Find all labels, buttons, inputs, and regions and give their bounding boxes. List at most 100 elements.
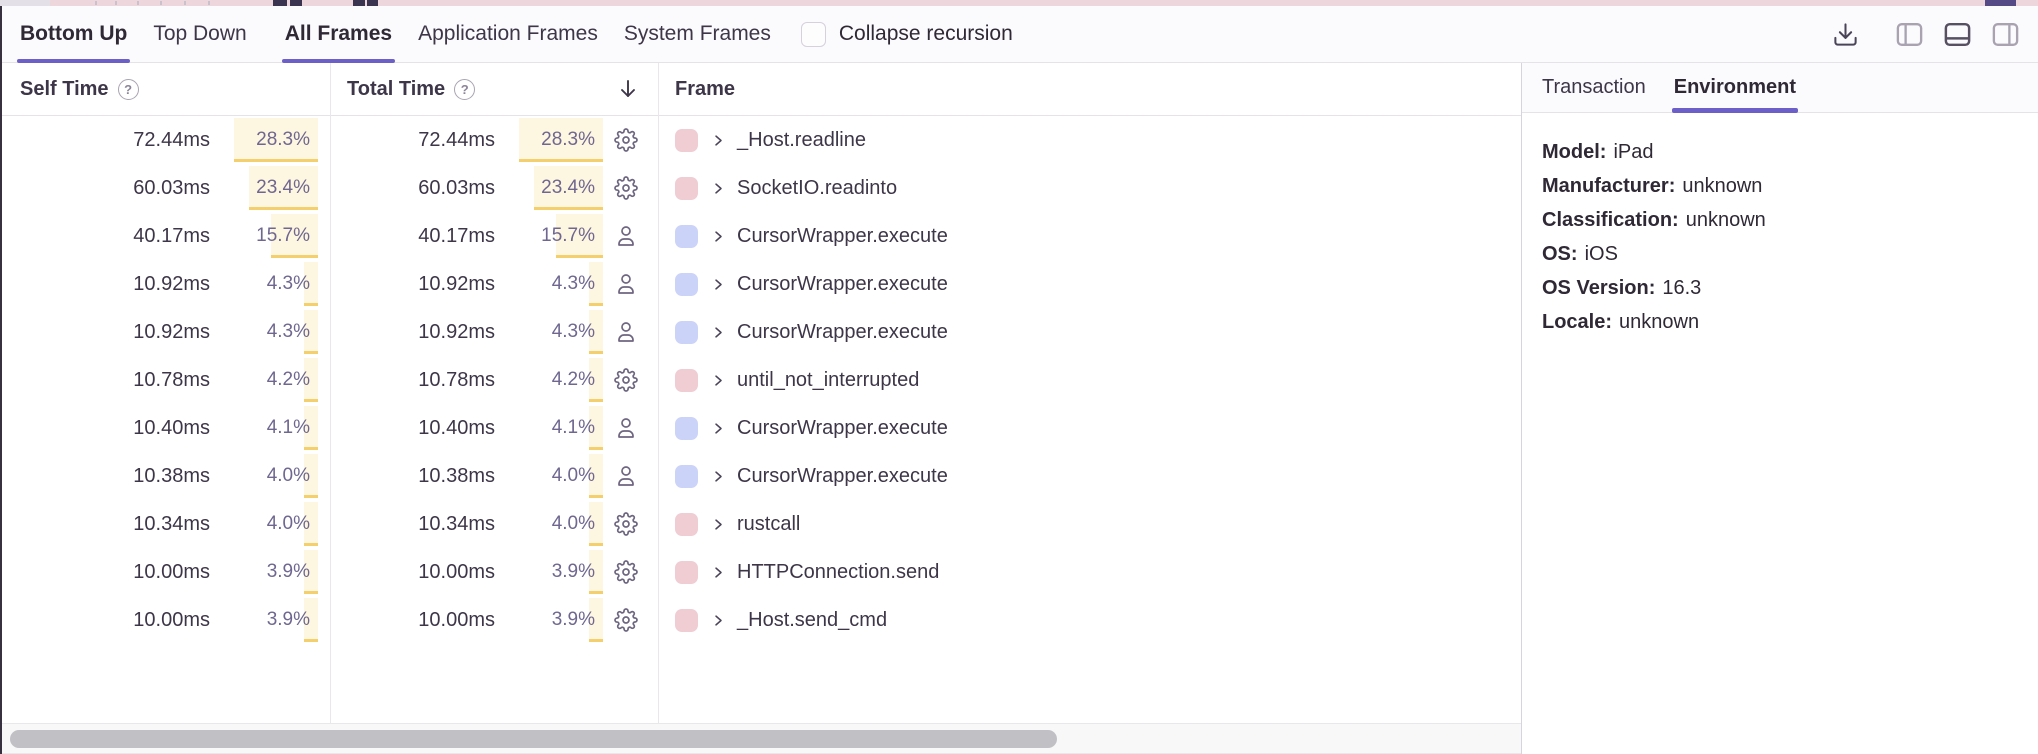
column-divider bbox=[330, 63, 331, 723]
header-frame[interactable]: Frame bbox=[658, 63, 1521, 115]
arrow-down-icon[interactable] bbox=[616, 77, 640, 101]
chevron-right-icon[interactable] bbox=[711, 517, 726, 532]
total-time-cell: 10.92ms 4.3% bbox=[330, 260, 658, 308]
table-row[interactable]: 10.38ms 4.0% 10.38ms 4.0% bbox=[0, 452, 1521, 500]
frame-name: CursorWrapper.execute bbox=[737, 272, 948, 295]
table-row[interactable]: 10.92ms 4.3% 10.92ms 4.3% bbox=[0, 308, 1521, 356]
chevron-right-icon[interactable] bbox=[711, 181, 726, 196]
system-frame-icon bbox=[614, 512, 638, 536]
system-frame-icon bbox=[614, 368, 638, 392]
frame-cell: HTTPConnection.send bbox=[658, 548, 1521, 596]
help-icon[interactable]: ? bbox=[454, 78, 476, 100]
tab-transaction[interactable]: Transaction bbox=[1542, 63, 1646, 113]
percent-bar bbox=[519, 118, 603, 162]
chevron-right-icon[interactable] bbox=[711, 565, 726, 580]
chevron-right-icon[interactable] bbox=[711, 613, 726, 628]
table-row[interactable]: 10.00ms 3.9% 10.00ms 3.9% bbox=[0, 596, 1521, 644]
frame-name: CursorWrapper.execute bbox=[737, 464, 948, 487]
environment-value: unknown bbox=[1682, 175, 1763, 197]
panel-left-icon[interactable] bbox=[1892, 17, 1926, 51]
header-total-time[interactable]: Total Time ? bbox=[330, 63, 658, 115]
self-time-cell: 40.17ms 15.7% bbox=[0, 212, 330, 260]
environment-label: Model: bbox=[1542, 141, 1607, 163]
total-time-cell: 10.38ms 4.0% bbox=[330, 452, 658, 500]
environment-line: Model:iPad bbox=[1542, 135, 2018, 169]
tab-system-frames[interactable]: System Frames bbox=[624, 6, 771, 63]
percent-bar bbox=[589, 358, 603, 402]
self-time-cell: 10.92ms 4.3% bbox=[0, 260, 330, 308]
chevron-right-icon[interactable] bbox=[711, 421, 726, 436]
table-row[interactable]: 40.17ms 15.7% 40.17ms 15.7% bbox=[0, 212, 1521, 260]
environment-value: 16.3 bbox=[1662, 277, 1702, 299]
percent-bar bbox=[589, 550, 603, 594]
header-self-time[interactable]: Self Time ? bbox=[0, 63, 330, 115]
tab-all-frames[interactable]: All Frames bbox=[281, 6, 396, 63]
chevron-right-icon[interactable] bbox=[711, 277, 726, 292]
total-time-percent-value: 4.0% bbox=[551, 465, 595, 486]
chevron-right-icon[interactable] bbox=[711, 133, 726, 148]
table-row[interactable]: 10.00ms 3.9% 10.00ms 3.9% bbox=[0, 548, 1521, 596]
chevron-right-icon[interactable] bbox=[711, 469, 726, 484]
table-row[interactable]: 10.40ms 4.1% 10.40ms 4.1% bbox=[0, 404, 1521, 452]
panel-bottom-icon[interactable] bbox=[1940, 17, 1974, 51]
total-time-value: 10.92ms bbox=[418, 320, 495, 343]
self-time-cell: 10.34ms 4.0% bbox=[0, 500, 330, 548]
chevron-right-icon[interactable] bbox=[711, 325, 726, 340]
frame-name: rustcall bbox=[737, 512, 801, 535]
self-time-cell: 10.92ms 4.3% bbox=[0, 308, 330, 356]
self-time-percent-value: 4.3% bbox=[266, 273, 310, 294]
self-time-value: 10.40ms bbox=[133, 416, 210, 439]
frame-color-swatch bbox=[675, 320, 698, 344]
window-left-border bbox=[0, 6, 2, 754]
table-row[interactable]: 72.44ms 28.3% 72.44ms 28.3% bbox=[0, 116, 1521, 164]
flamegraph-minimap-strip[interactable] bbox=[0, 0, 2038, 6]
download-icon[interactable] bbox=[1828, 17, 1862, 51]
frame-color-swatch bbox=[675, 512, 698, 536]
total-time-value: 72.44ms bbox=[418, 128, 495, 151]
chevron-right-icon[interactable] bbox=[711, 229, 726, 244]
application-frame-icon bbox=[614, 320, 638, 344]
table-row[interactable]: 10.78ms 4.2% 10.78ms 4.2% bbox=[0, 356, 1521, 404]
collapse-recursion-checkbox[interactable] bbox=[800, 21, 826, 47]
percent-bar bbox=[589, 262, 603, 306]
frame-name: CursorWrapper.execute bbox=[737, 416, 948, 439]
self-time-percent: 4.0% bbox=[234, 500, 318, 548]
self-time-value: 10.00ms bbox=[133, 608, 210, 631]
tab-application-frames[interactable]: Application Frames bbox=[418, 6, 598, 63]
frame-cell: CursorWrapper.execute bbox=[658, 308, 1521, 356]
application-frame-icon bbox=[614, 224, 638, 248]
self-time-value: 72.44ms bbox=[133, 128, 210, 151]
environment-label: Manufacturer: bbox=[1542, 175, 1676, 197]
frame-name: HTTPConnection.send bbox=[737, 560, 940, 583]
horizontal-scrollbar-thumb[interactable] bbox=[10, 730, 1057, 748]
minimap-sample-mark bbox=[290, 0, 302, 6]
minimap-tick bbox=[115, 1, 117, 5]
table-row[interactable]: 10.92ms 4.3% 10.92ms 4.3% bbox=[0, 260, 1521, 308]
percent-bar bbox=[271, 214, 318, 258]
minimap-selection[interactable] bbox=[1985, 0, 2016, 6]
self-time-value: 60.03ms bbox=[133, 176, 210, 199]
tab-top-down-label: Top Down bbox=[153, 22, 247, 45]
help-icon[interactable]: ? bbox=[117, 78, 139, 100]
collapse-recursion-control: Collapse recursion bbox=[800, 21, 1013, 47]
percent-bar bbox=[304, 454, 318, 498]
table-row[interactable]: 60.03ms 23.4% 60.03ms 23.4% bbox=[0, 164, 1521, 212]
panel-right-icon[interactable] bbox=[1988, 17, 2022, 51]
frame-cell: rustcall bbox=[658, 500, 1521, 548]
system-frame-icon bbox=[614, 128, 638, 152]
system-frame-icon bbox=[614, 560, 638, 584]
environment-label: OS: bbox=[1542, 243, 1578, 265]
toolbar-actions bbox=[1828, 17, 2038, 51]
tab-bottom-up[interactable]: Bottom Up bbox=[17, 6, 131, 63]
tab-top-down[interactable]: Top Down bbox=[153, 6, 246, 63]
collapse-recursion-label[interactable]: Collapse recursion bbox=[838, 22, 1013, 45]
self-time-percent-value: 28.3% bbox=[256, 129, 310, 150]
self-time-cell: 10.00ms 3.9% bbox=[0, 548, 330, 596]
total-time-percent-value: 4.3% bbox=[551, 273, 595, 294]
chevron-right-icon[interactable] bbox=[711, 373, 726, 388]
table-row[interactable]: 10.34ms 4.0% 10.34ms 4.0% bbox=[0, 500, 1521, 548]
application-frame-icon bbox=[614, 272, 638, 296]
tab-environment[interactable]: Environment bbox=[1671, 63, 1798, 113]
total-time-value: 40.17ms bbox=[418, 224, 495, 247]
horizontal-scrollbar[interactable] bbox=[0, 723, 1521, 754]
